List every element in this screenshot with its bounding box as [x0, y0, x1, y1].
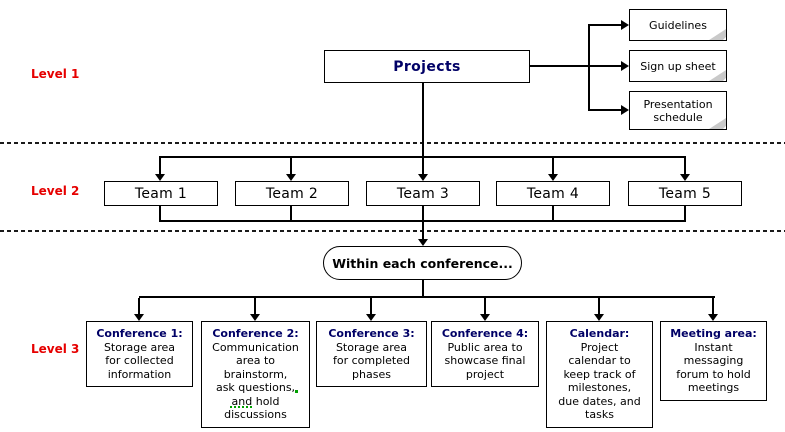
- arrowhead-down-icon: [708, 314, 718, 321]
- area-body: Instant messaging forum to hold meetings: [676, 340, 751, 395]
- connector-line: [290, 156, 292, 174]
- connector-line: [138, 298, 140, 314]
- area-title: Meeting area:: [670, 327, 757, 340]
- projects-label: Projects: [393, 58, 461, 75]
- note-label: Guidelines: [649, 18, 707, 32]
- arrowhead-down-icon: [418, 174, 428, 181]
- connector-line: [159, 206, 161, 222]
- area-title: Conference 2:: [212, 327, 299, 340]
- arrowhead-right-icon: [621, 20, 629, 30]
- area-conference-1: Conference 1: Storage area for collected…: [86, 321, 193, 387]
- arrowhead-down-icon: [366, 314, 376, 321]
- within-each-conference-label: Within each conference...: [332, 255, 513, 271]
- team-label: Team 2: [265, 185, 319, 202]
- connector-line: [290, 206, 292, 222]
- connector-line: [589, 24, 622, 26]
- team-label: Team 3: [396, 185, 450, 202]
- note-label: Presentation schedule: [643, 97, 713, 124]
- connector-line: [422, 279, 424, 297]
- note-guidelines: Guidelines: [629, 9, 727, 41]
- connector-line: [598, 298, 600, 314]
- arrowhead-right-icon: [621, 61, 629, 71]
- area-title: Calendar:: [569, 327, 630, 340]
- within-each-conference-node: Within each conference...: [323, 246, 522, 280]
- level-1-label: Level 1: [31, 67, 80, 81]
- level-3-label: Level 3: [31, 342, 80, 356]
- team-2-node: Team 2: [235, 181, 349, 206]
- connector-line: [422, 83, 424, 174]
- connector-line: [530, 65, 622, 67]
- arrowhead-down-icon: [286, 174, 296, 181]
- arrowhead-down-icon: [680, 174, 690, 181]
- connector-line: [159, 156, 161, 174]
- area-meeting-area: Meeting area: Instant messaging forum to…: [660, 321, 767, 401]
- connector-line: [484, 298, 486, 314]
- team-4-node: Team 4: [496, 181, 610, 206]
- note-presentation-schedule: Presentation schedule: [629, 91, 727, 130]
- team-label: Team 4: [526, 185, 580, 202]
- connector-line: [712, 298, 714, 314]
- connector-line: [589, 109, 622, 111]
- area-conference-3: Conference 3: Storage area for completed…: [316, 321, 427, 387]
- level-2-label: Level 2: [31, 184, 80, 198]
- arrowhead-down-icon: [548, 174, 558, 181]
- arrowhead-down-icon: [418, 239, 428, 246]
- level-separator-line: [0, 230, 785, 232]
- connector-line: [139, 296, 715, 298]
- connector-line: [254, 298, 256, 314]
- area-body: Project calendar to keep track of milest…: [558, 340, 641, 422]
- connector-line: [370, 298, 372, 314]
- connector-line: [422, 206, 424, 241]
- projects-node: Projects: [324, 50, 530, 83]
- spellcheck-squiggle-icon: [230, 406, 253, 408]
- area-title: Conference 4:: [441, 327, 529, 340]
- area-body: Storage area for collected information: [103, 340, 176, 381]
- area-title: Conference 1:: [96, 327, 183, 340]
- folded-corner-icon: [709, 29, 726, 40]
- folded-corner-icon: [709, 70, 726, 81]
- folded-corner-icon: [709, 118, 726, 129]
- area-title: Conference 3:: [328, 327, 415, 340]
- arrowhead-down-icon: [134, 314, 144, 321]
- note-sign-up-sheet: Sign up sheet: [629, 50, 727, 82]
- area-body: Public area to showcase final project: [444, 340, 526, 381]
- connector-line: [588, 24, 590, 111]
- area-body: Storage area for completed phases: [333, 340, 410, 381]
- connector-line: [684, 206, 686, 222]
- area-conference-2: Conference 2: Communication area to brai…: [201, 321, 310, 428]
- team-1-node: Team 1: [104, 181, 218, 206]
- arrowhead-down-icon: [480, 314, 490, 321]
- connector-line: [552, 156, 554, 174]
- connector-line: [552, 206, 554, 222]
- arrowhead-down-icon: [594, 314, 604, 321]
- arrowhead-right-icon: [621, 105, 629, 115]
- connector-line: [684, 156, 686, 174]
- team-label: Team 5: [658, 185, 712, 202]
- arrowhead-down-icon: [155, 174, 165, 181]
- area-conference-4: Conference 4: Public area to showcase fi…: [431, 321, 539, 387]
- team-5-node: Team 5: [628, 181, 742, 206]
- area-body: Communication area to brainstorm, ask qu…: [212, 340, 299, 422]
- team-3-node: Team 3: [366, 181, 480, 206]
- level-separator-line: [0, 142, 785, 144]
- team-label: Team 1: [134, 185, 188, 202]
- spellcheck-mark-icon: [295, 390, 298, 393]
- connector-line: [160, 156, 686, 158]
- area-calendar: Calendar: Project calendar to keep track…: [546, 321, 653, 428]
- note-label: Sign up sheet: [640, 59, 716, 73]
- arrowhead-down-icon: [250, 314, 260, 321]
